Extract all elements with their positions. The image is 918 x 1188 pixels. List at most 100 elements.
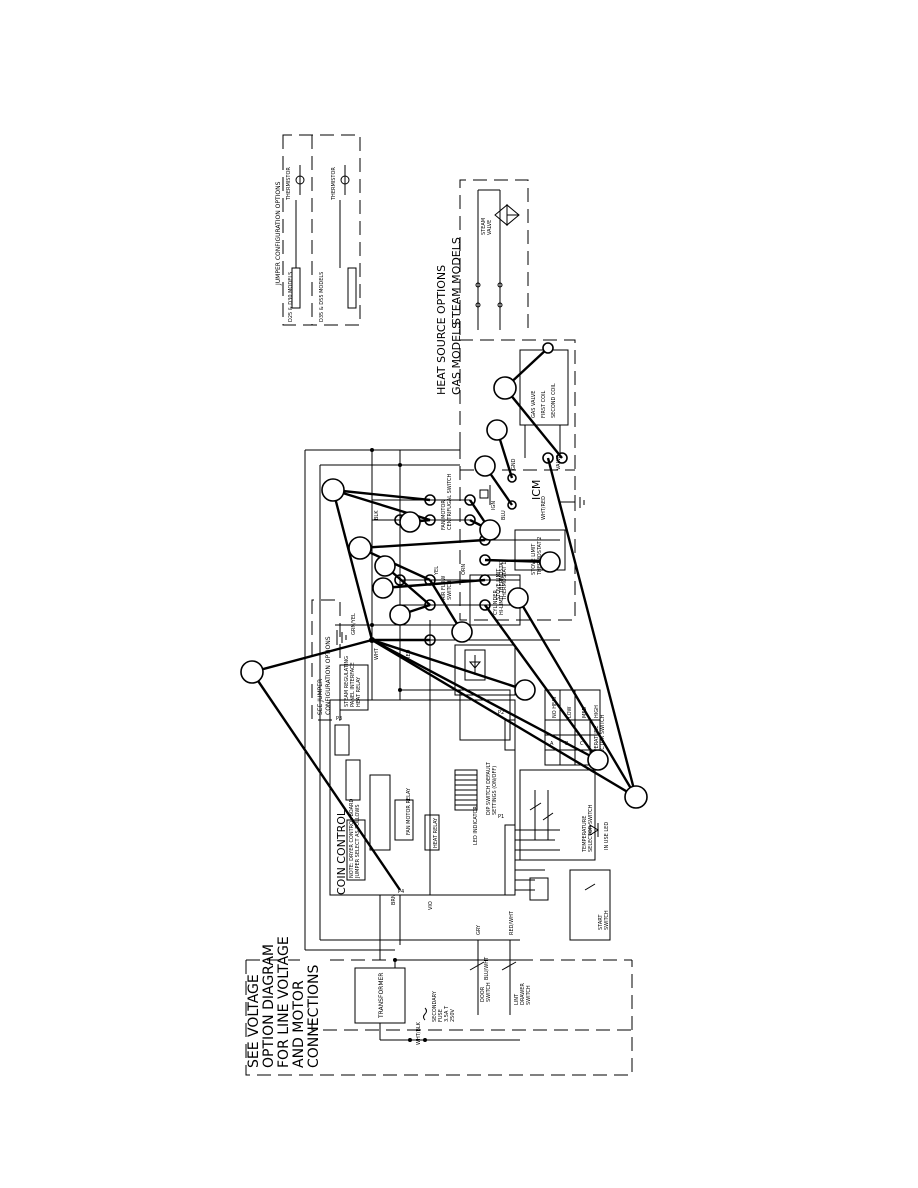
svg-text:SWITCH: SWITCH — [447, 580, 453, 600]
svg-text:SECOND COIL: SECOND COIL — [551, 383, 557, 418]
lower-left-wiring — [305, 939, 520, 1041]
safety-switches: AIR FLOW SWITCH FAN MOTOR CENTRIFUGAL SW… — [372, 474, 566, 646]
svg-text:250V: 250V — [450, 1008, 456, 1022]
svg-text:SELECTOR SWITCH: SELECTOR SWITCH — [600, 714, 606, 762]
in-use-led: IN USE LED — [589, 822, 610, 850]
voltage-note-text: SEE VOLTAGE OPTION DIAGRAM FOR LINE VOLT… — [246, 936, 322, 1068]
svg-text:VALVE: VALVE — [487, 220, 493, 235]
svg-text:FUSE: FUSE — [438, 1009, 444, 1022]
svg-text:IN USE LED: IN USE LED — [604, 822, 610, 850]
svg-text:START: START — [598, 914, 604, 930]
svg-text:STOVE LIMIT: STOVE LIMIT — [531, 543, 537, 575]
svg-text:HI-LIMIT THERMOSTAT: HI-LIMIT THERMOSTAT — [499, 559, 505, 615]
callout-lines — [251, 347, 638, 891]
svg-text:FOR LINE VOLTAGE: FOR LINE VOLTAGE — [276, 936, 292, 1068]
svg-text:CYLINDER: CYLINDER — [493, 590, 499, 615]
jumper-title: JUMPER CONFIGURATION OPTIONS — [275, 181, 282, 286]
svg-text:JUMPER SELECT AS FOLLOWS: JUMPER SELECT AS FOLLOWS — [355, 804, 361, 879]
svg-text:NOTE: DRYER CONTROL BOARD: NOTE: DRYER CONTROL BOARD — [349, 798, 355, 878]
svg-text:GAS VALVE: GAS VALVE — [531, 391, 537, 418]
svg-text:BLU/WHT: BLU/WHT — [484, 956, 490, 980]
svg-text:SWITCH: SWITCH — [526, 985, 532, 1005]
heat-source-title: HEAT SOURCE OPTIONS — [435, 265, 448, 395]
svg-text:HEAT RELAY: HEAT RELAY — [356, 676, 362, 707]
svg-text:YEL: YEL — [434, 566, 440, 576]
svg-text:GRY: GRY — [476, 924, 482, 935]
svg-text:NO HEAT: NO HEAT — [552, 695, 558, 718]
svg-text:STOVE LIMIT: STOVE LIMIT — [496, 568, 502, 600]
secondary-fuse: SECONDARY FUSE 3.5A T 250V — [423, 990, 456, 1022]
junction-dots — [369, 448, 427, 1042]
svg-text:CONNECTIONS: CONNECTIONS — [306, 964, 322, 1068]
svg-text:LOW: LOW — [567, 706, 573, 718]
svg-text:STEAM REGULATING: STEAM REGULATING — [344, 656, 350, 707]
svg-text:A: A — [550, 741, 554, 747]
svg-text:TEMPERATURE: TEMPERATURE — [582, 816, 588, 853]
svg-text:BLU: BLU — [501, 510, 507, 520]
transformer: TRANSFORMER — [354, 960, 406, 1040]
steam-models-box: STEAM VALVE — [459, 179, 529, 335]
svg-text:LINT: LINT — [514, 993, 520, 1005]
svg-text:DIP SWITCH DEFAULT: DIP SWITCH DEFAULT — [486, 761, 492, 815]
svg-text:THERMISTOR: THERMISTOR — [331, 167, 337, 201]
svg-text:DRAWER: DRAWER — [520, 983, 526, 1005]
svg-text:SELECTOR SWITCH: SELECTOR SWITCH — [588, 804, 594, 852]
board-pin-wires — [515, 829, 560, 901]
svg-text:RED/WHT: RED/WHT — [509, 910, 515, 935]
svg-text:SWITCH: SWITCH — [486, 982, 492, 1002]
svg-text:SEE VOLTAGE: SEE VOLTAGE — [246, 974, 262, 1068]
svg-text:P2: P2 — [498, 710, 504, 716]
svg-text:GND: GND — [511, 458, 517, 470]
temp-selector-switch: TEMPERATURE SELECTOR SWITCH — [519, 769, 596, 861]
svg-text:P4: P4 — [398, 889, 404, 895]
dip-switch-cells — [455, 774, 477, 806]
jumper-configuration-options: JUMPER CONFIGURATION OPTIONS D25 & D30 M… — [275, 134, 361, 326]
svg-text:STEAM: STEAM — [481, 218, 487, 235]
svg-text:CENTRIFUGAL SWITCH: CENTRIFUGAL SWITCH — [447, 474, 453, 530]
svg-text:C: C — [580, 741, 584, 747]
svg-text:LED INDICATOR: LED INDICATOR — [473, 806, 479, 845]
svg-text:SETTINGS (ON/OFF): SETTINGS (ON/OFF) — [492, 766, 498, 815]
svg-text:WHT/RED: WHT/RED — [541, 496, 547, 520]
svg-text:AND MOTOR: AND MOTOR — [291, 980, 307, 1068]
svg-text:BLK: BLK — [374, 510, 380, 520]
svg-text:SWITCH: SWITCH — [604, 910, 610, 930]
svg-text:CONFIGURATION OPTIONS: CONFIGURATION OPTIONS — [325, 636, 332, 715]
callout-circles — [240, 342, 648, 809]
svg-text:TRANSFORMER: TRANSFORMER — [378, 973, 385, 1019]
ground-symbol-icm — [560, 495, 585, 510]
voltage-note-box: SEE VOLTAGE OPTION DIAGRAM FOR LINE VOLT… — [245, 936, 633, 1076]
board-interface-region — [454, 644, 516, 741]
svg-text:THERMOSTAT 1: THERMOSTAT 1 — [502, 562, 508, 601]
ground-symbol — [336, 630, 347, 645]
door-switch: DOOR SWITCH — [469, 940, 492, 1015]
svg-text:HIGH: HIGH — [594, 705, 600, 718]
svg-text:PANEL INTERFACE: PANEL INTERFACE — [350, 662, 356, 707]
svg-text:WHT: WHT — [374, 647, 380, 660]
steam-models-label: STEAM MODELS — [450, 237, 463, 325]
svg-text:HEAT RELAY: HEAT RELAY — [433, 817, 439, 848]
svg-text:TEMPERATURE: TEMPERATURE — [594, 726, 600, 763]
svg-text:FIRST COIL: FIRST COIL — [541, 390, 547, 418]
lint-drawer-switch: LINT DRAWER SWITCH — [501, 940, 532, 1015]
svg-text:P1: P1 — [498, 814, 504, 820]
wire-labels: BLK WHT RED YEL ORN BLU GRN/YEL BRN VIO … — [351, 496, 547, 1045]
svg-text:THERMOSTAT 2: THERMOSTAT 2 — [537, 537, 543, 576]
start-switch: START SWITCH — [569, 869, 611, 941]
svg-text:VIO: VIO — [428, 901, 434, 910]
coin-control-board: COIN CONTROL NOTE: DRYER CONTROL BOARD J… — [329, 699, 516, 896]
svg-text:IGN: IGN — [491, 501, 497, 510]
svg-text:ORN: ORN — [461, 564, 467, 575]
svg-text:P3: P3 — [336, 716, 342, 722]
svg-text:SECONDARY: SECONDARY — [432, 990, 438, 1022]
svg-text:FAN MOTOR RELAY: FAN MOTOR RELAY — [406, 787, 412, 835]
svg-text:3.5A T: 3.5A T — [444, 1005, 450, 1022]
svg-text:DOOR: DOOR — [480, 986, 486, 1002]
coin-control-label: COIN CONTROL — [335, 809, 348, 895]
icm-label: ICM — [530, 480, 543, 500]
svg-text:THERMISTOR: THERMISTOR — [286, 167, 292, 201]
svg-text:AIR FLOW: AIR FLOW — [441, 576, 447, 600]
gas-models-label: GAS MODELS — [450, 322, 463, 395]
svg-text:RED: RED — [406, 649, 412, 660]
